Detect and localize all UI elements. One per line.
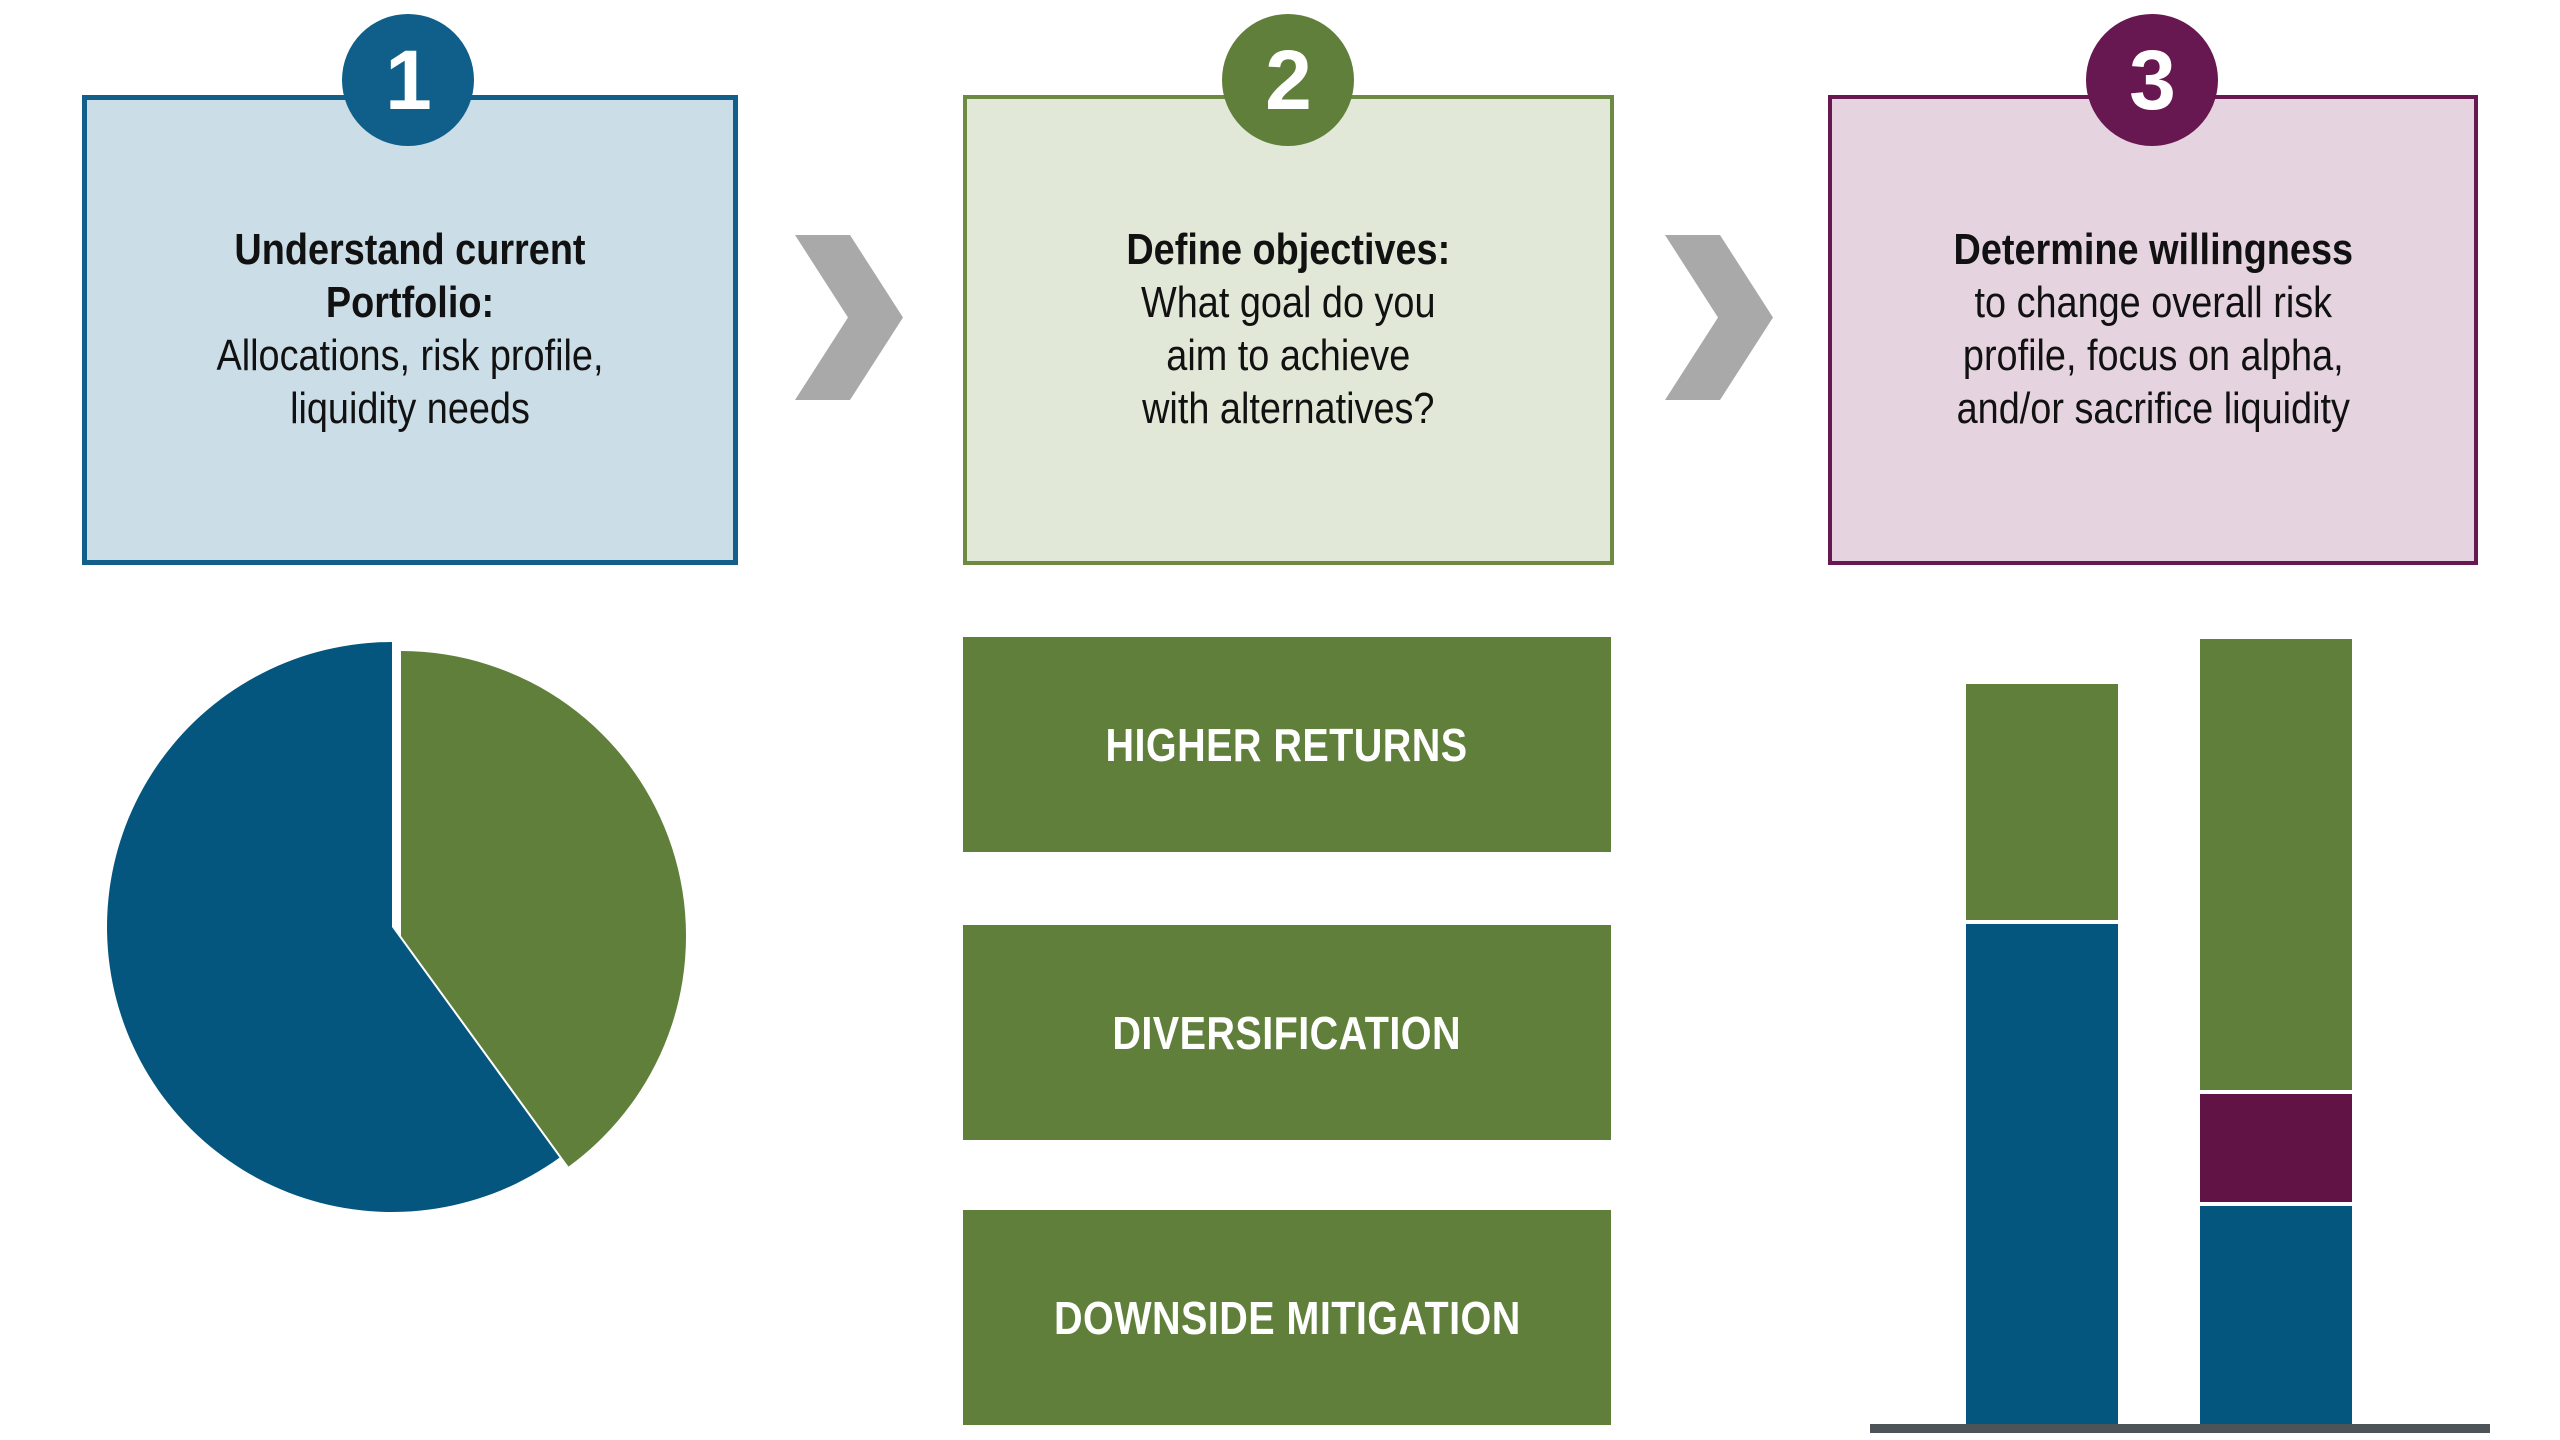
pie-slice-traditional — [107, 642, 560, 1212]
pie-slice-alternatives — [401, 651, 687, 1167]
step-card-2-text: Define objectives:What goal do you aim t… — [1120, 172, 1458, 489]
objective-bar-label: DOWNSIDE MITIGATION — [1053, 1291, 1521, 1344]
step-card-1-title: Understand current Portfolio: — [234, 225, 586, 328]
stacked-bar-target — [2200, 639, 2352, 1424]
step-card-2-title: Define objectives: — [1126, 225, 1451, 275]
stacked-segment-traditional — [1966, 923, 2118, 1424]
step-card-3-title: Determine willingness — [1953, 225, 2353, 275]
risk-profile-stacked-bar-chart — [1870, 639, 2490, 1440]
step-card-2: Define objectives:What goal do you aim t… — [963, 95, 1614, 565]
step-badge-2-number: 2 — [1265, 33, 1312, 127]
step-badge-1-number: 1 — [385, 33, 432, 127]
step-card-3-body: to change overall risk profile, focus on… — [1956, 278, 2350, 433]
objective-bar-diversification: DIVERSIFICATION — [963, 925, 1611, 1140]
portfolio-pie-chart — [95, 630, 745, 1230]
chart-axis-line — [1870, 1424, 2490, 1433]
step-badge-3: 3 — [2086, 14, 2218, 146]
step-badge-3-number: 3 — [2129, 33, 2176, 127]
step-badge-2: 2 — [1222, 14, 1354, 146]
pie-chart-svg — [107, 642, 687, 1212]
chevron-right-icon — [795, 235, 903, 400]
stacked-segment-alpha-focus — [2200, 1093, 2352, 1203]
chevron-right-icon — [1665, 235, 1773, 400]
stacked-segment-traditional — [2200, 1206, 2352, 1424]
stacked-segment-alternatives — [2200, 639, 2352, 1090]
step-card-1-text: Understand current Portfolio:Allocations… — [210, 172, 611, 489]
stacked-bar-current — [1966, 684, 2118, 1424]
step-card-2-body: What goal do you aim to achieve with alt… — [1141, 278, 1436, 433]
objective-bar-downside-mitigation: DOWNSIDE MITIGATION — [963, 1210, 1611, 1425]
objective-bar-label: DIVERSIFICATION — [1112, 1006, 1462, 1059]
objective-bar-higher-returns: HIGHER RETURNS — [963, 637, 1611, 852]
step-card-1: Understand current Portfolio:Allocations… — [82, 95, 738, 565]
stacked-segment-alternatives — [1966, 684, 2118, 920]
objective-bar-label: HIGHER RETURNS — [1105, 718, 1469, 771]
step-card-1-body: Allocations, risk profile, liquidity nee… — [216, 331, 604, 433]
step-badge-1: 1 — [342, 14, 474, 146]
